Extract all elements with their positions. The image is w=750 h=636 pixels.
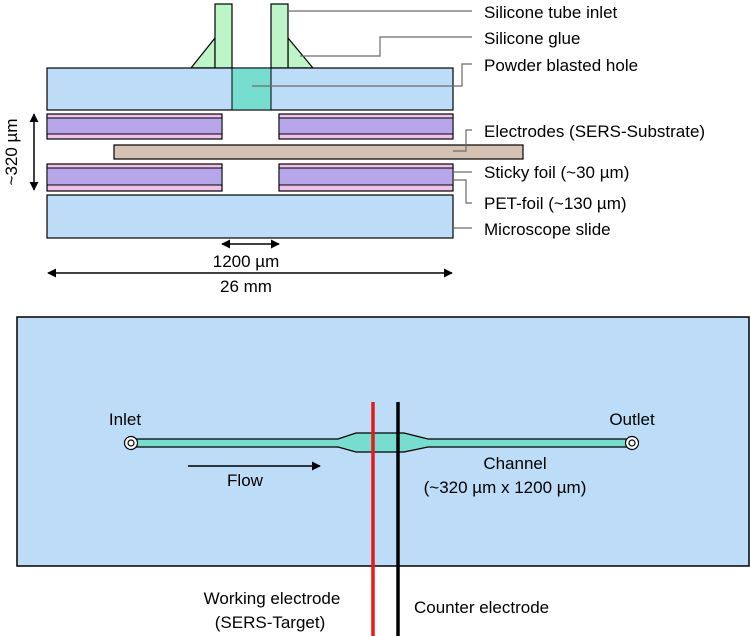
silicone-tube-right [270, 3, 289, 69]
silicone-glue-right [287, 36, 315, 69]
leader-lines [252, 10, 472, 229]
outlet-port [624, 435, 640, 451]
electrode-substrate [113, 144, 524, 160]
label-slide-width: 26 mm [220, 277, 272, 296]
label-flow: Flow [227, 471, 264, 490]
lower-foil-left [46, 163, 223, 192]
label-working-electrode-target: (SERS-Target) [215, 613, 326, 632]
label-inlet: Inlet [109, 410, 141, 429]
upper-foil-right [278, 113, 454, 140]
label-channel: Channel [483, 454, 546, 473]
label-working-electrode: Working electrode [204, 589, 341, 608]
label-channel-width: 1200 µm [213, 252, 280, 271]
inlet-port [123, 435, 139, 451]
label-pet-foil: PET-foil (~130 µm) [484, 194, 627, 213]
silicone-glue-left [189, 36, 216, 69]
microscope-slide [46, 194, 454, 239]
label-hole: Powder blasted hole [484, 56, 638, 75]
upper-foil-left [46, 113, 223, 140]
label-glue: Silicone glue [484, 29, 580, 48]
label-electrodes: Electrodes (SERS-Substrate) [484, 122, 705, 141]
label-outlet: Outlet [609, 410, 655, 429]
label-tube-inlet: Silicone tube inlet [484, 3, 618, 22]
top-view: Inlet Outlet Flow Channel (~320 µm x 120… [16, 316, 750, 636]
label-sticky-foil: Sticky foil (~30 µm) [484, 163, 629, 182]
powder-blasted-hole [231, 67, 272, 111]
label-counter-electrode: Counter electrode [414, 598, 549, 617]
label-slide: Microscope slide [484, 220, 611, 239]
cross-section-view: Silicone tube inlet Silicone glue Powder… [2, 3, 705, 296]
lower-foil-right [278, 163, 454, 192]
silicone-tube-left [214, 3, 233, 69]
label-height: ~320 µm [2, 119, 21, 186]
label-channel-dimensions: (~320 µm x 1200 µm) [424, 478, 587, 497]
